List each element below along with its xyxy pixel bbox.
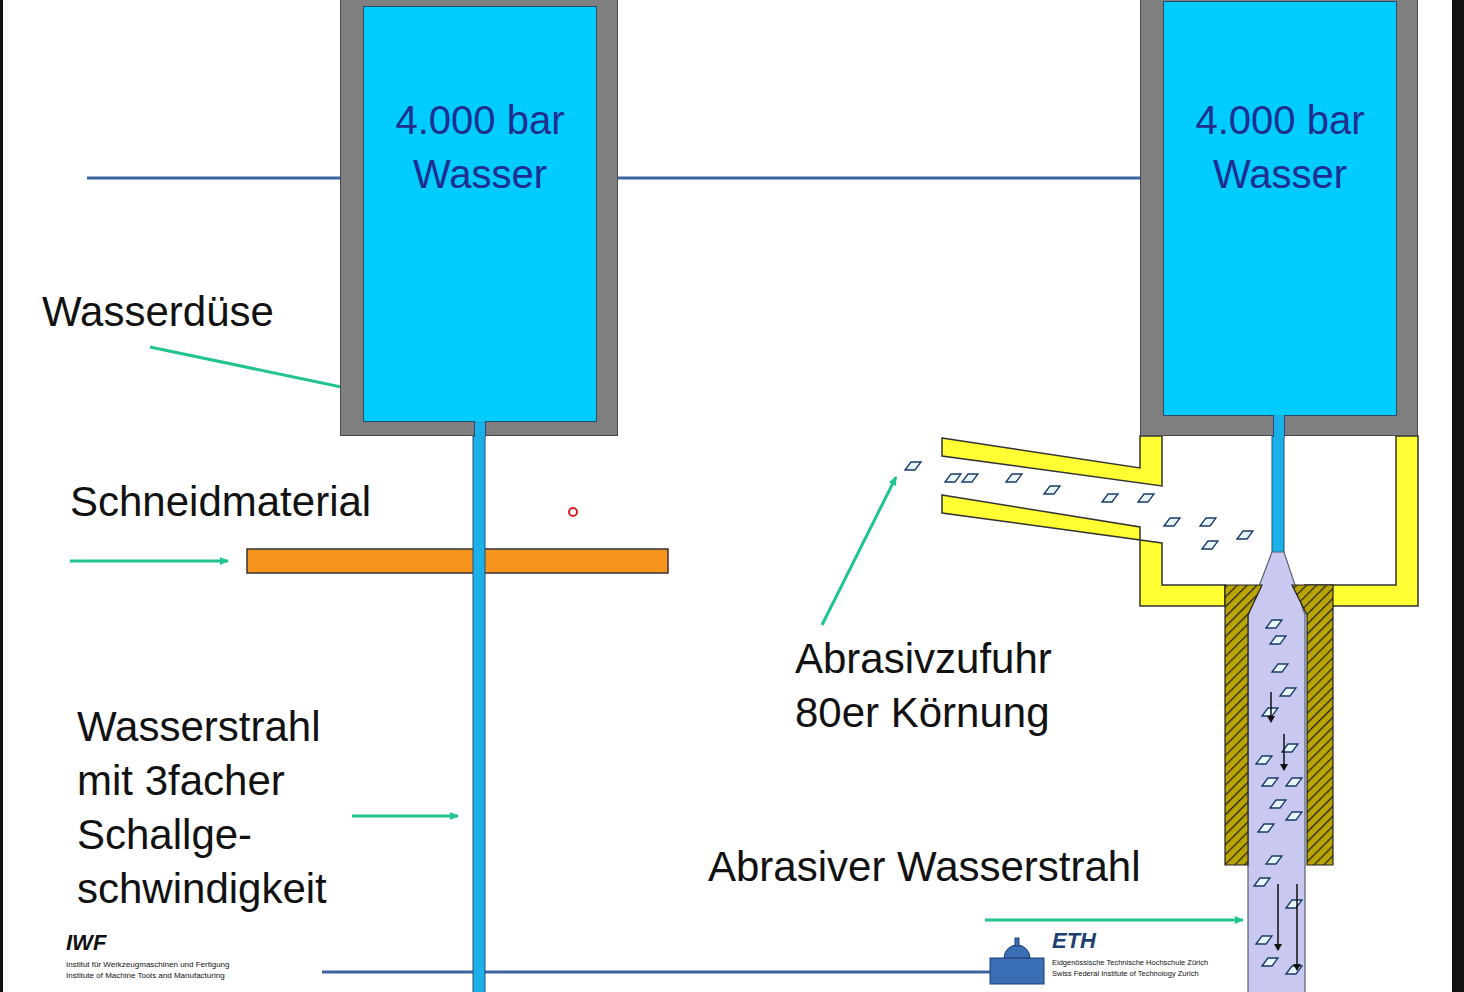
pressure-tank: 4.000 bar Wasser [340,0,618,436]
particle [962,474,978,482]
feed-tube-wall [942,495,1225,606]
water-jet [473,418,485,992]
callout-label: IWF [66,930,106,955]
particle [1256,936,1272,944]
particle [1164,518,1180,526]
particle [1286,900,1302,908]
leader-arrow [985,919,1243,922]
particle [1286,812,1302,820]
particle [1286,778,1302,786]
callout-label: Abrasivzufuhr 80er Körnung [795,632,1095,740]
building-lantern [1015,938,1019,946]
particle [1258,824,1274,832]
particle [1266,856,1282,864]
water-chamber: 4.000 bar Wasser [363,6,597,422]
particle [1262,708,1278,716]
particle [1254,878,1270,886]
water-jet [1272,412,1284,554]
water-chamber: 4.000 bar Wasser [1163,1,1397,416]
mixing-chamber [942,436,1418,606]
cutting-plate [247,549,668,573]
particle [1266,620,1282,628]
particle [1270,636,1286,644]
frame-edge [0,0,3,992]
callout-label: ETH [1052,928,1096,953]
callout-label: Schneidmaterial [70,478,371,526]
building-body [990,958,1044,984]
frame-edge [1452,0,1464,992]
tank-label: 4.000 bar Wasser [1164,93,1396,201]
supply-line [618,177,1140,180]
eth-emblem [990,938,1044,984]
water-nozzle [474,421,486,437]
chamber-wall [1305,436,1418,606]
particle [1006,474,1022,482]
pressure-tank: 4.000 bar Wasser [1140,0,1418,436]
callout-label: Wasserdüse [42,288,274,336]
logo-text: Eidgenössische Technische Hochschule Zür… [1052,958,1208,967]
particle [1272,664,1288,672]
particle [1262,778,1278,786]
tank-label: 4.000 bar Wasser [364,93,596,201]
logo-text: Institut für Werkzeugmaschinen und Ferti… [66,960,230,969]
particle [1044,486,1060,494]
flow-arrow [1296,884,1298,970]
feed-tube-wall [942,436,1162,486]
base-line [322,971,1043,974]
abrasive-jet [1248,552,1305,992]
particle [945,474,961,482]
particle [1256,756,1272,764]
particle [1202,541,1218,549]
building-dome [1004,945,1030,958]
particle [1280,688,1296,696]
flow-arrow [1277,884,1279,950]
focusing-tube [1292,585,1333,865]
callout-label: Abrasiver Wasserstrahl [708,843,1141,891]
flow-arrows [1271,692,1297,970]
leader-arrow [822,477,896,625]
water-nozzle [1273,415,1285,437]
flow-arrow [1283,734,1285,770]
particle [1262,958,1278,966]
flow-arrow [1270,692,1272,722]
particle [1138,494,1154,502]
particle [1102,494,1118,502]
particle [1270,800,1286,808]
leader-arrow [70,560,228,563]
particle [905,462,921,470]
callout-label: Wasserstrahl mit 3facher Schallge- schwi… [77,700,377,916]
particle [1286,966,1302,974]
logo-text: Institute of Machine Tools and Manufactu… [66,971,225,980]
particle [1237,531,1253,539]
pointer-dot [569,508,577,516]
particle [1200,518,1216,526]
supply-line [87,177,340,180]
leader-arrow [352,815,458,818]
leader-arrows [70,347,1243,920]
focusing-tube [1225,585,1262,865]
logo-text: Swiss Federal Institute of Technology Zu… [1052,969,1199,978]
